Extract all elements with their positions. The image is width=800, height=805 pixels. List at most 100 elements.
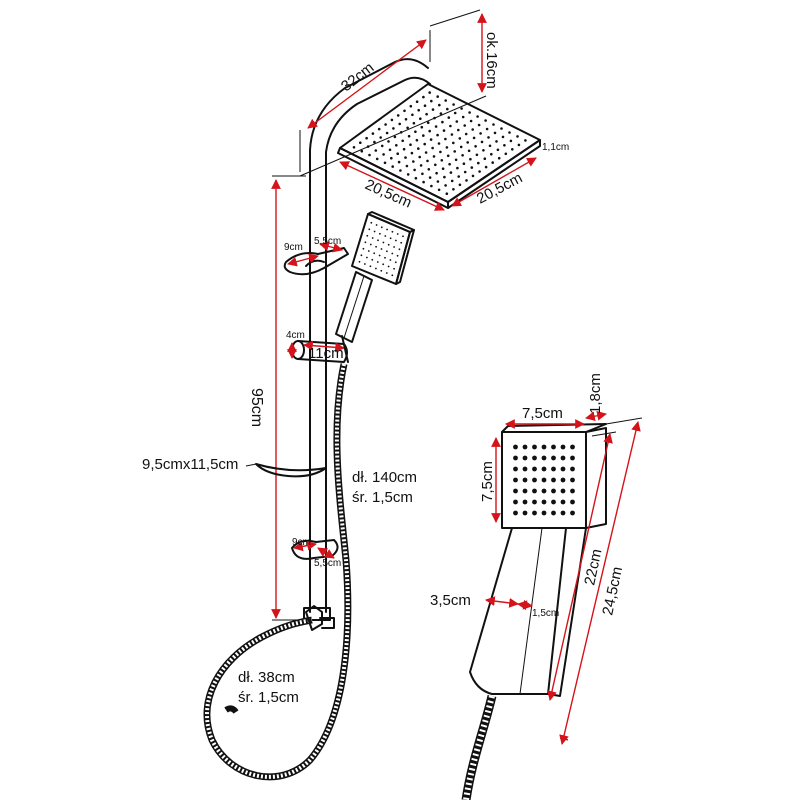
nozzle-dot: [428, 176, 432, 179]
nozzle-dot: [541, 444, 547, 450]
nozzle-dot: [459, 145, 463, 149]
nozzle-dot: [429, 138, 433, 141]
nozzle-dot: [560, 466, 566, 472]
nozzle-dot: [438, 103, 441, 107]
nozzle-dot: [436, 133, 439, 137]
nozzle-dot: [441, 167, 445, 170]
nozzle-dot: [404, 156, 407, 159]
nozzle-dot: [476, 115, 479, 118]
nozzle-dot: [415, 138, 419, 142]
nozzle-dot: [541, 466, 547, 472]
nozzle-dot: [399, 169, 402, 172]
nozzle-dot: [450, 179, 454, 183]
nozzle-dot: [522, 444, 528, 450]
nozzle-dot: [409, 104, 413, 108]
label-arm-height: ok.16cm: [483, 32, 500, 89]
nozzle-dot: [442, 129, 446, 132]
nozzle-dot: [560, 488, 566, 494]
nozzle-dot: [462, 162, 466, 165]
nozzle-dot: [385, 272, 388, 274]
nozzle-dot: [560, 510, 566, 516]
nozzle-dot: [384, 235, 387, 237]
nozzle-dot: [380, 226, 383, 229]
nozzle-dot: [487, 136, 490, 139]
nozzle-dot: [470, 166, 474, 169]
nozzle-dot: [387, 265, 390, 268]
nozzle-dot: [427, 168, 431, 171]
nozzle-dot: [374, 149, 378, 152]
nozzle-dot: [435, 171, 438, 175]
nozzle-dot: [404, 118, 408, 121]
nozzle-dot: [384, 123, 387, 126]
nozzle-dot: [551, 477, 556, 483]
soap-dish: 9,5cmx11,5cm: [142, 456, 327, 478]
nozzle-dot: [570, 510, 575, 516]
nozzle-dot: [379, 232, 381, 235]
nozzle-dot: [477, 161, 480, 165]
nozzle-dot: [513, 477, 518, 483]
nozzle-dot: [455, 120, 459, 123]
holder-top: 9cm 5,5cm: [283, 236, 349, 276]
nozzle-dot: [367, 250, 370, 252]
nozzle-dot: [541, 499, 547, 505]
nozzle-dot: [403, 109, 406, 113]
extension-lines: [272, 9, 487, 621]
nozzle-dot: [398, 248, 401, 251]
nozzle-dot: [551, 455, 556, 461]
label-handle-thickness: 1,5cm: [532, 608, 559, 619]
nozzle-dot: [522, 510, 528, 516]
nozzle-dot: [482, 149, 485, 152]
nozzle-dot: [479, 132, 482, 135]
nozzle-dot: [410, 151, 414, 155]
nozzle-dot: [376, 261, 379, 263]
nozzle-dot: [412, 160, 415, 163]
nozzle-dot: [513, 455, 518, 461]
nozzle-dot: [358, 260, 361, 263]
nozzle-dot: [371, 132, 375, 135]
nozzle-dot: [398, 122, 402, 126]
nozzle-dot: [421, 172, 424, 176]
nozzle-dot: [407, 134, 411, 138]
nozzle-dot: [393, 246, 395, 248]
nozzle-dot: [474, 145, 477, 148]
nozzle-dot: [390, 118, 394, 122]
nozzle-dot: [513, 466, 518, 472]
nozzle-dot: [380, 144, 384, 148]
nozzle-dot: [541, 477, 547, 483]
nozzle-dot: [389, 259, 392, 261]
nozzle-dot: [513, 499, 518, 505]
nozzle-dot: [463, 170, 467, 174]
nozzle-dot: [511, 148, 514, 151]
nozzle-dot: [444, 137, 447, 141]
nozzle-dot: [391, 252, 394, 255]
nozzle-dot: [428, 129, 432, 133]
nozzle-dot: [386, 228, 388, 231]
nozzle-dot: [570, 488, 575, 494]
nozzle-dot: [532, 444, 537, 450]
nozzle-dot: [360, 254, 363, 257]
dim-head-side-b: 20,5cm: [451, 157, 537, 208]
nozzle-dot: [458, 183, 462, 187]
nozzle-dot: [424, 151, 428, 154]
nozzle-dot: [405, 164, 409, 168]
nozzle-dot: [513, 510, 518, 516]
nozzle-dot: [377, 127, 381, 131]
dim-hand-head-height: 7,5cm: [479, 437, 501, 523]
nozzle-dot: [434, 163, 437, 167]
nozzle-dot: [492, 123, 495, 126]
nozzle-dot: [384, 256, 386, 259]
nozzle-dot: [393, 267, 395, 270]
mounted-hand-nozzles: [358, 221, 404, 277]
nozzle-dot: [419, 164, 423, 167]
holder-bottom: 9cm 5,5cm: [291, 537, 341, 569]
nozzle-dot: [516, 135, 519, 138]
nozzle-dot: [422, 134, 425, 137]
nozzle-dot: [396, 233, 399, 235]
nozzle-dot: [439, 150, 442, 154]
label-hose-main-length: dł. 140cm: [352, 469, 417, 486]
nozzle-dot: [452, 188, 455, 191]
nozzle-dot: [369, 243, 372, 246]
dim-handle-thickness: 1,5cm: [517, 599, 559, 619]
nozzle-dot: [359, 141, 362, 144]
